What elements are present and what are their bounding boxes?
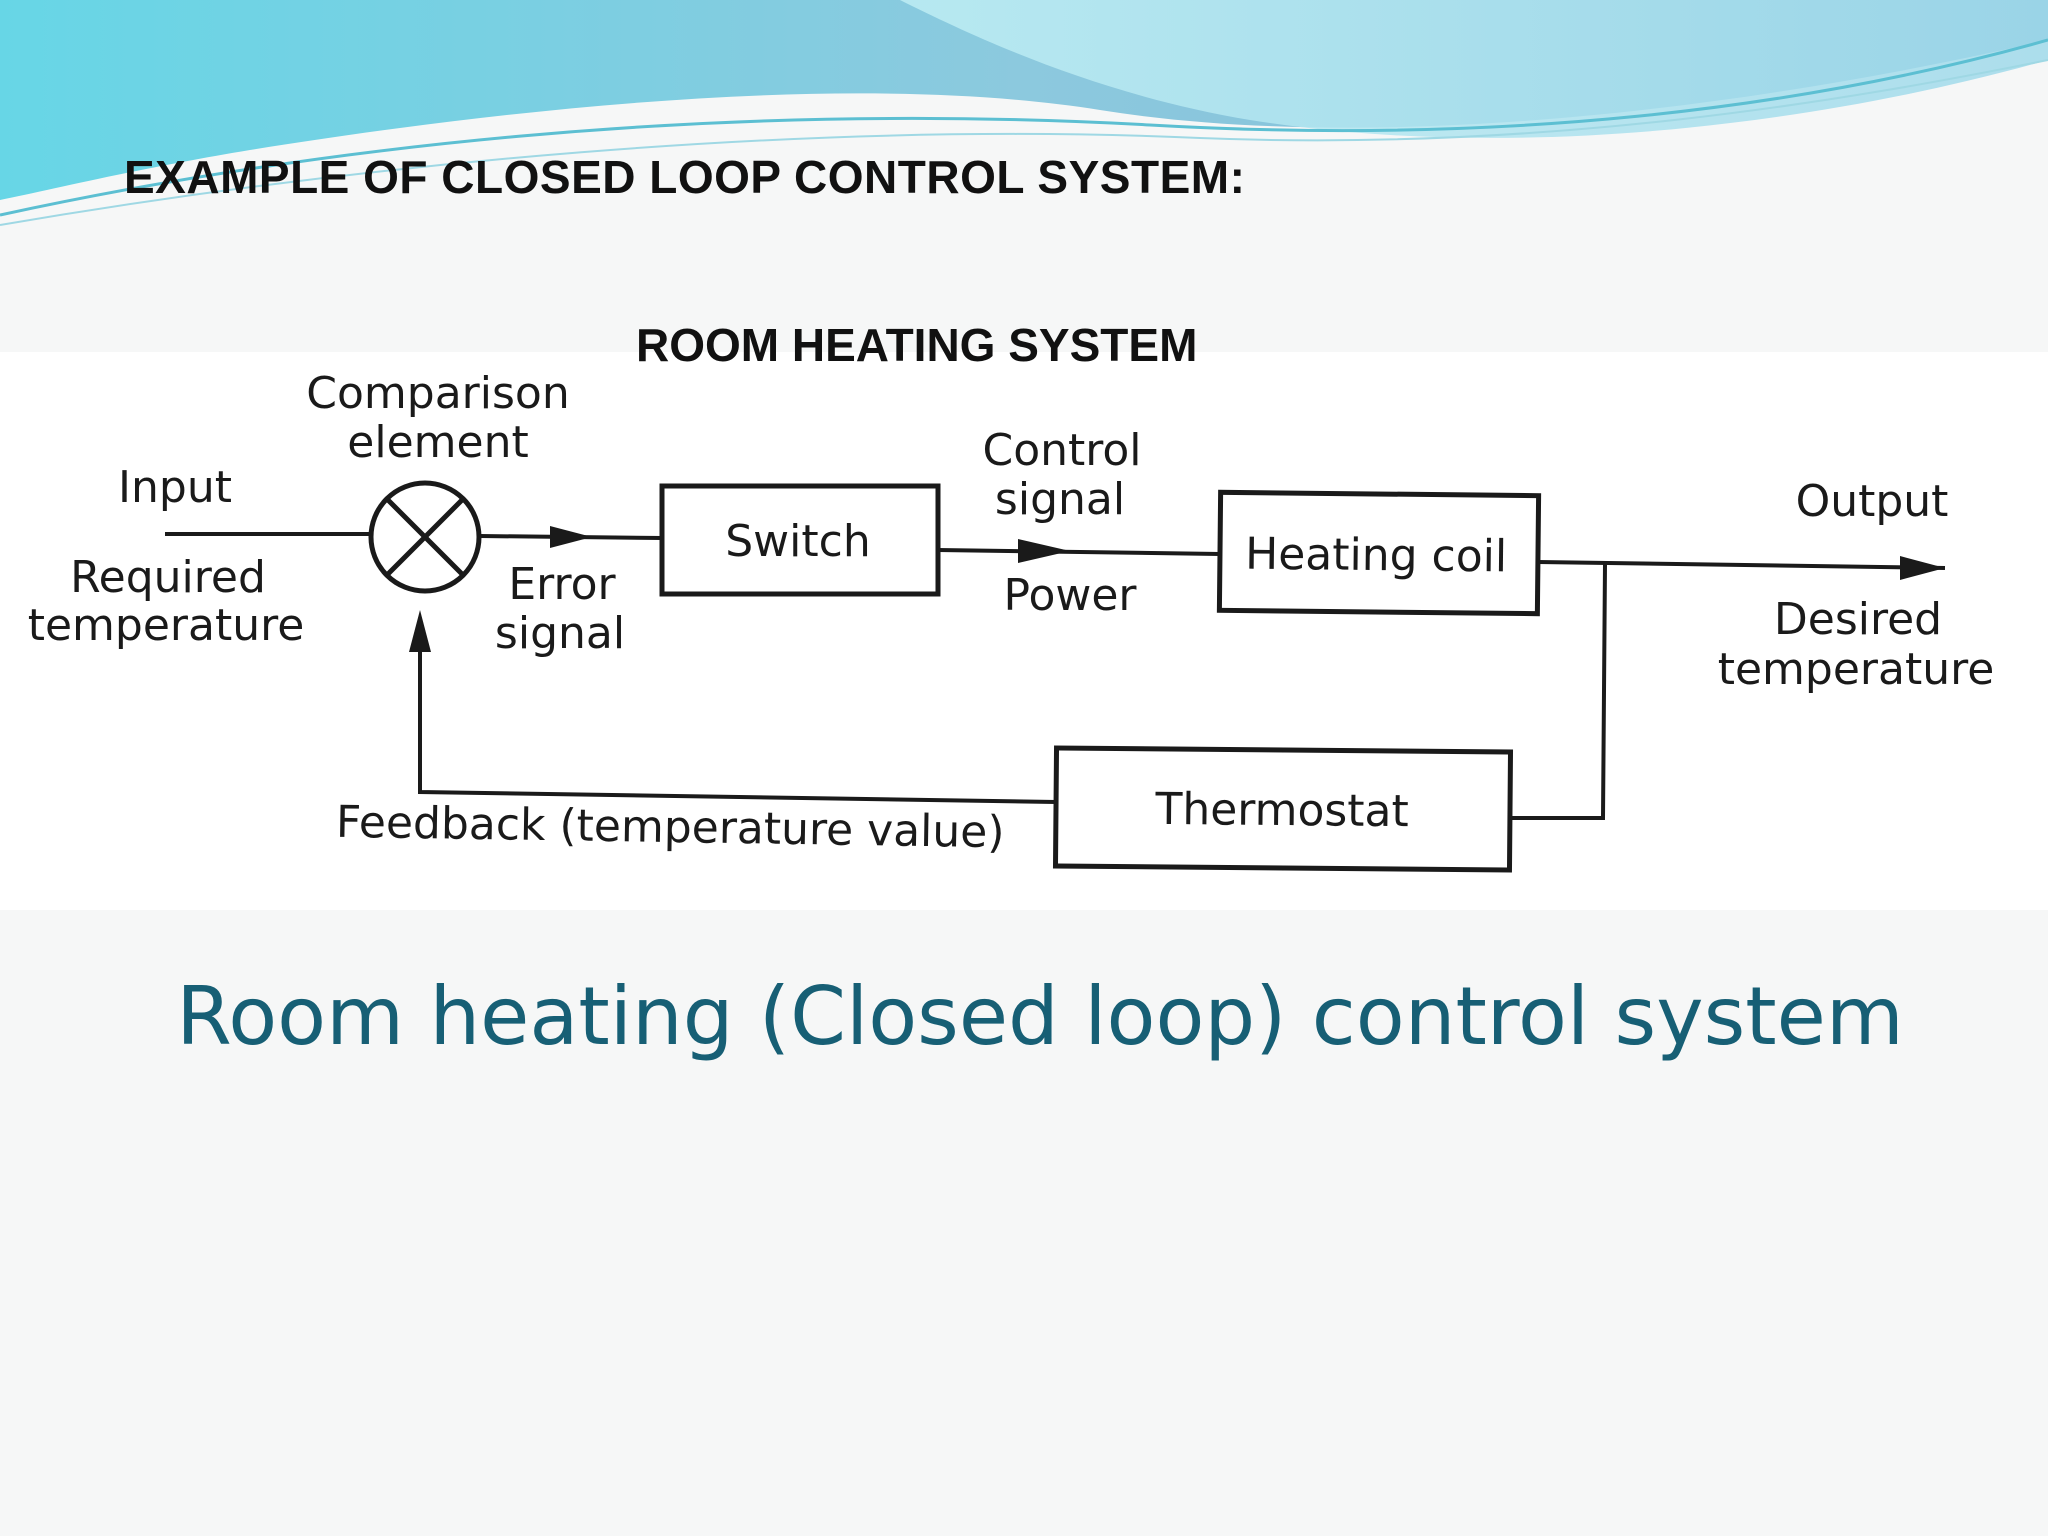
error-label-line2: signal	[495, 608, 625, 659]
control-label-line1: Control	[982, 425, 1141, 476]
thermostat-label: Thermostat	[1154, 784, 1409, 837]
required-label-line2: temperature	[28, 600, 305, 651]
header-wave-decoration	[0, 0, 2048, 226]
slide-caption: Room heating (Closed loop) control syste…	[176, 970, 1904, 1063]
slide-heading: EXAMPLE OF CLOSED LOOP CONTROL SYSTEM:	[124, 151, 1246, 203]
switch-block	[659, 483, 941, 597]
output-line	[1537, 560, 1946, 570]
control-line	[937, 548, 1221, 556]
desired-label-line1: Desired	[1774, 594, 1942, 645]
heating-coil-label: Heating coil	[1245, 529, 1507, 583]
comparison-element	[368, 480, 482, 594]
switch-label: Switch	[725, 516, 870, 567]
power-label: Power	[1003, 570, 1137, 621]
feedback-label: Feedback (temperature value)	[336, 797, 1005, 858]
control-label-line2: signal	[995, 474, 1125, 525]
error-label-line1: Error	[508, 559, 616, 610]
desired-label-line2: temperature	[1718, 644, 1995, 695]
required-label-line1: Required	[70, 552, 266, 603]
output-arrowhead	[1900, 556, 1945, 580]
output-label: Output	[1796, 476, 1949, 527]
thermostat-block	[1052, 745, 1514, 873]
control-arrowhead	[1018, 539, 1070, 563]
diagram-panel	[0, 352, 2048, 910]
error-arrowhead	[550, 526, 592, 548]
comparison-label-line1: Comparison	[306, 368, 569, 419]
feedback-arrowhead	[409, 610, 431, 652]
feedback-line	[418, 622, 1057, 804]
diagram-title: ROOM HEATING SYSTEM	[636, 319, 1198, 371]
comparison-label-line2: element	[347, 417, 528, 468]
feedback-branch-line	[1510, 563, 1607, 820]
input-label: Input	[118, 462, 232, 513]
heating-coil-block	[1216, 489, 1542, 617]
block-diagram: Switch Heating coil Thermostat Compariso…	[28, 368, 1995, 873]
